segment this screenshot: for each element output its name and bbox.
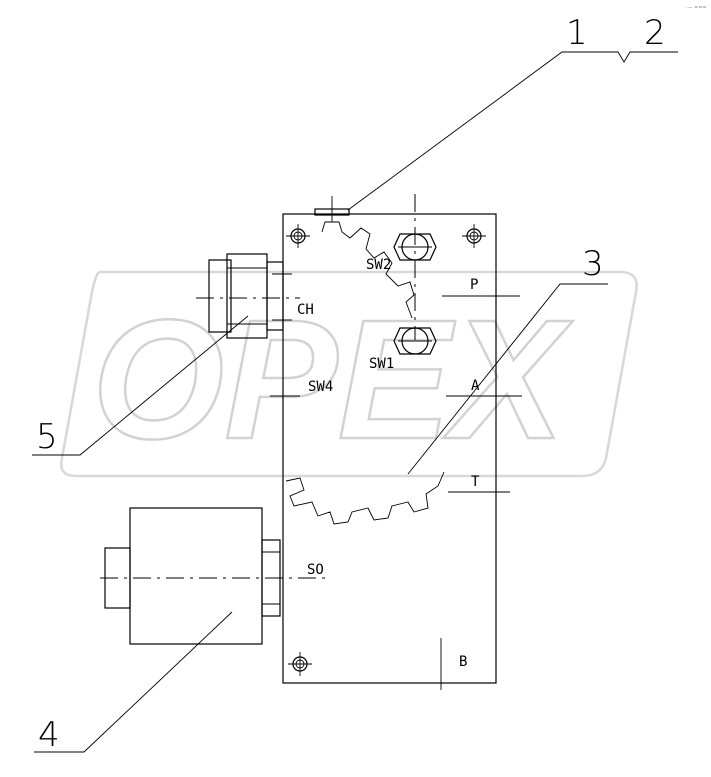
opex-watermark: OPEX — [60, 270, 638, 478]
corner-mark: ·— === — [686, 5, 707, 11]
callout-2: 2 — [644, 13, 666, 53]
leader-line-3 — [407, 283, 608, 475]
callout-5: 5 — [36, 417, 58, 457]
mounting-bolt-bottom-left — [288, 652, 312, 676]
label-so: SO — [307, 562, 324, 578]
leader-line-1-2 — [347, 51, 678, 211]
ch-fitting — [208, 253, 292, 339]
label-b: B — [459, 654, 467, 670]
mounting-bolt-top-right — [462, 224, 486, 248]
label-sw2: SW2 — [366, 257, 391, 273]
label-a: A — [471, 378, 480, 394]
leader-line-5 — [32, 315, 249, 456]
label-p: P — [470, 277, 478, 293]
so-solenoid — [104, 507, 281, 645]
callout-4: 4 — [38, 715, 60, 755]
hex-screw-sw1 — [393, 327, 437, 355]
hex-screw-sw2 — [393, 233, 437, 261]
callout-1: 1 — [566, 13, 588, 53]
label-sw4: SW4 — [308, 379, 333, 395]
gear-outline — [285, 221, 445, 525]
label-t: T — [471, 474, 480, 490]
label-sw1: SW1 — [369, 356, 394, 372]
watermark-frame — [60, 270, 638, 478]
callout-3: 3 — [582, 244, 604, 284]
valve-body — [282, 213, 497, 684]
leader-line-4 — [34, 611, 233, 753]
mounting-bolt-top-left — [286, 224, 310, 248]
label-ch: CH — [297, 302, 314, 318]
